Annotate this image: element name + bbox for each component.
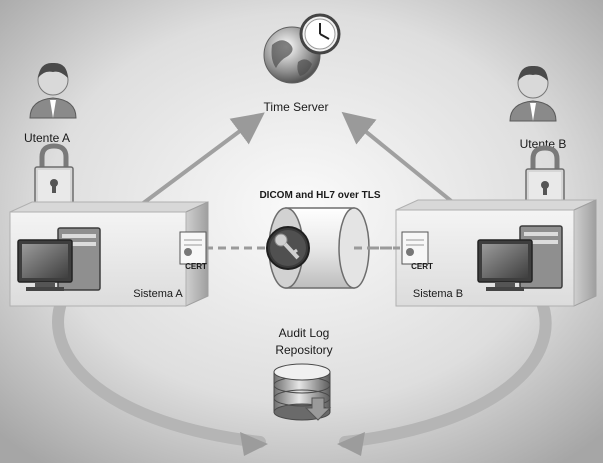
cert-b-label: CERT — [411, 262, 433, 271]
key-icon — [266, 226, 310, 270]
user-b-icon — [509, 65, 557, 122]
user-a-icon — [29, 62, 77, 119]
globe-clock-icon — [263, 13, 341, 84]
arrow-system-b-time-server — [341, 111, 489, 236]
system-a-label: Sistema A — [133, 288, 183, 300]
certificate-a-icon — [179, 231, 207, 265]
user-b-label: Utente B — [520, 137, 567, 151]
audit-label-line2: Repository — [275, 343, 332, 357]
certificate-b-icon — [401, 231, 429, 265]
database-icon — [273, 363, 332, 421]
cert-a-label: CERT — [185, 262, 207, 271]
flow-arrowhead-right — [337, 432, 365, 456]
flow-arc-right — [339, 294, 552, 448]
system-b-label: Sistema B — [413, 288, 463, 300]
time-server-label: Time Server — [264, 100, 329, 114]
computer-a-icon — [17, 227, 101, 291]
padlock-a-icon — [34, 143, 74, 206]
channel-label: DICOM and HL7 over TLS — [259, 190, 380, 201]
user-a-label: Utente A — [24, 131, 70, 145]
computer-b-icon — [477, 225, 563, 291]
padlock-b-icon — [525, 145, 565, 208]
flow-arc-left — [52, 294, 266, 448]
arrow-system-a-time-server — [107, 112, 265, 236]
flow-arrowhead-left — [240, 432, 268, 456]
audit-label-line1: Audit Log — [279, 326, 330, 340]
